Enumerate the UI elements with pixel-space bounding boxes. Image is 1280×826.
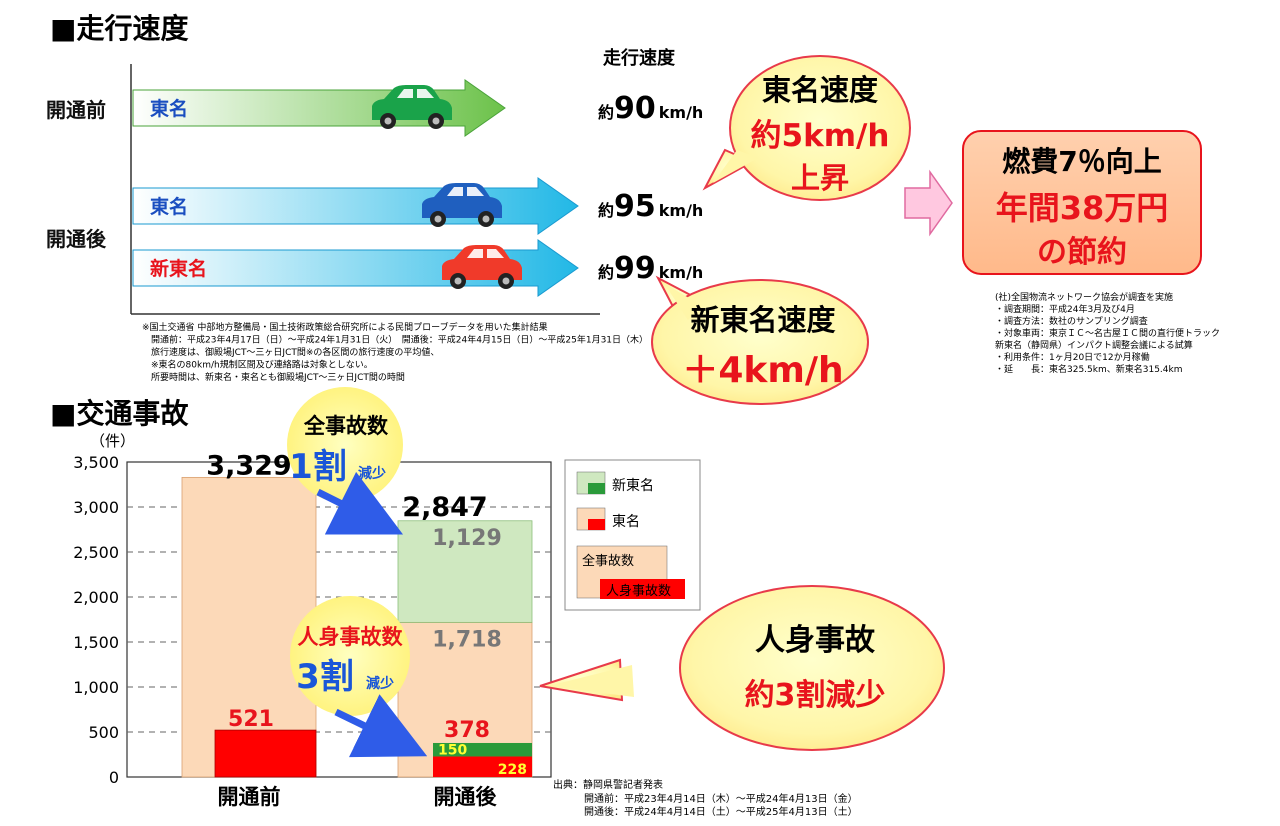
bar-total-after-shintomei — [397, 520, 533, 623]
source-line1: 出典：静岡県警記者発表 — [553, 778, 663, 791]
segment-label-shintomei: 1,129 — [432, 526, 502, 551]
speed-note-line: 開通前：平成23年4月17日（日）～平成24年1月31日（火） 開通後：平成24… — [151, 334, 648, 346]
y-tick-label: 2,500 — [73, 543, 119, 562]
speed-note-line: 旅行速度は、御殿場JCT～三ヶ日JCT間※の各区間の旅行速度の平均値、 — [151, 346, 439, 358]
y-tick-label: 3,000 — [73, 498, 119, 517]
bubble-total-big: 1割 — [289, 447, 347, 487]
total-label-after: 2,847 — [402, 492, 487, 523]
car-icon — [372, 85, 452, 129]
accident-heading: ■交通事故 — [50, 397, 188, 430]
speed-heading: ■走行速度 — [50, 12, 188, 45]
car-icon — [422, 183, 502, 227]
y-tick-label: 500 — [88, 723, 119, 742]
injury-label-after-shintomei: 150 — [438, 742, 467, 758]
fuel-line1: 燃費7％向上 — [1002, 145, 1161, 178]
x-category-label: 開通前 — [218, 785, 281, 809]
total-label-before: 3,329 — [206, 450, 291, 481]
injury-label-after-tomei: 228 — [498, 762, 527, 778]
segment-label-tomei: 1,718 — [432, 627, 502, 652]
y-tick-label: 1,000 — [73, 678, 119, 697]
car-icon — [442, 245, 522, 289]
bubble-total-accidents: 全事故数 1割 減少 — [287, 387, 403, 503]
speed-note-line: ※国土交通省 中部地方整備局・国土技術政策総合研究所による民間プローブデータを用… — [142, 321, 548, 333]
label-before: 開通前 — [46, 98, 106, 122]
bubble-tomei-line3: 上昇 — [791, 161, 849, 195]
bubble-summary-line1: 人身事故 — [755, 623, 876, 658]
injury-label-after-total: 378 — [444, 718, 490, 743]
bubble-total-small: 減少 — [358, 465, 386, 482]
source-line2: 開通前：平成23年4月14日（木）～平成24年4月13日（金） — [584, 792, 858, 805]
label-after: 開通後 — [46, 227, 107, 251]
legend-swatch-injury — [600, 579, 685, 599]
speed-arrow — [132, 177, 579, 235]
bubble-summary-line2: 約3割減少 — [745, 678, 886, 713]
bubble-injury-line1: 人身事故数 — [298, 625, 404, 649]
bubble-tomei-line2: 約5km/h — [751, 118, 890, 154]
bubble-total-line1: 全事故数 — [303, 414, 389, 438]
speed-note-line: ※東名の80km/h規制区間及び連絡路は対象としない。 — [151, 359, 373, 371]
injury-label-before: 521 — [228, 707, 274, 732]
fuel-note-line: ・調査方法：数社のサンプリング調査 — [995, 315, 1148, 327]
legend: 新東名 東名 全事故数 人身事故数 — [564, 459, 701, 611]
bubble-tomei-speed: 東名速度 約5km/h 上昇 — [702, 55, 911, 201]
bar-injury-after-shintomei — [433, 742, 532, 757]
y-tick-label: 2,000 — [73, 588, 119, 607]
bar-injury-before-tomei — [214, 729, 317, 778]
fuel-notes: (社)全国物流ネットワーク協会が調査を実施・調査期間：平成24年3月及び4月・調… — [995, 291, 1220, 375]
speed-road-label: 東名 — [150, 97, 188, 120]
legend-swatch-tomei-injury — [588, 519, 605, 530]
y-tick-label: 1,500 — [73, 633, 119, 652]
bubble-summary: 人身事故 約3割減少 — [539, 585, 945, 751]
bubble-injury-small: 減少 — [366, 675, 394, 692]
x-category-label: 開通後 — [434, 785, 498, 809]
source-line3: 開通後：平成24年4月14日（土）～平成25年4月13日（土） — [584, 805, 858, 818]
y-axis-unit: （件） — [90, 432, 135, 450]
y-tick-label: 0 — [109, 768, 119, 787]
bar-total-before-tomei — [181, 476, 317, 778]
fuel-line2: 年間38万円 — [996, 189, 1169, 227]
speed-notes: ※国土交通省 中部地方整備局・国土技術政策総合研究所による民間プローブデータを用… — [142, 321, 648, 383]
speed-note-line: 所要時間は、新東名・東名とも御殿場JCT～三ヶ日JCT間の時間 — [151, 371, 405, 383]
fuel-note-line: ・調査期間：平成24年3月及び4月 — [995, 303, 1135, 315]
fuel-note-line: ・対象車両：東京ＩＣ～名古屋ＩＣ間の直行便トラック — [995, 327, 1220, 339]
fuel-note-line: ・利用条件：1ヶ月20日で12か月稼働 — [995, 351, 1150, 363]
legend-label-injury: 人身事故数 — [606, 583, 671, 599]
arrow-total — [316, 471, 404, 535]
legend-label-shintomei: 新東名 — [612, 478, 654, 494]
speed-column-header: 走行速度 — [603, 47, 676, 69]
bar-injury-after-tomei — [433, 756, 532, 777]
fuel-note-line: (社)全国物流ネットワーク協会が調査を実施 — [995, 291, 1173, 303]
fuel-box: 燃費7％向上 年間38万円 の節約 — [962, 130, 1202, 275]
bubble-shintomei-speed: 新東名速度 ＋4km/h — [651, 275, 869, 405]
legend-swatch-shintomei-injury — [588, 483, 605, 494]
fuel-note-line: ・延 長：東名325.5km、新東名315.4km — [995, 363, 1183, 375]
arrow-injury — [334, 694, 428, 758]
bubble-shintomei-line2: ＋4km/h — [682, 350, 843, 391]
pink-arrow — [904, 169, 953, 237]
bubble-injury-big: 3割 — [296, 657, 354, 697]
legend-label-tomei: 東名 — [612, 514, 640, 530]
fuel-line3: の節約 — [1037, 235, 1127, 270]
y-tick-label: 3,500 — [73, 453, 119, 472]
bubble-tomei-line1: 東名速度 — [762, 73, 878, 107]
fuel-note-line: 新東名（静岡県）インパクト調整会議による試算 — [995, 339, 1193, 351]
legend-label-total: 全事故数 — [582, 553, 634, 569]
bubble-injury-accidents: 人身事故数 3割 減少 — [290, 596, 410, 716]
bubble-shintomei-line1: 新東名速度 — [690, 303, 835, 337]
speed-road-label: 東名 — [150, 195, 188, 218]
speed-road-label: 新東名 — [150, 257, 207, 280]
